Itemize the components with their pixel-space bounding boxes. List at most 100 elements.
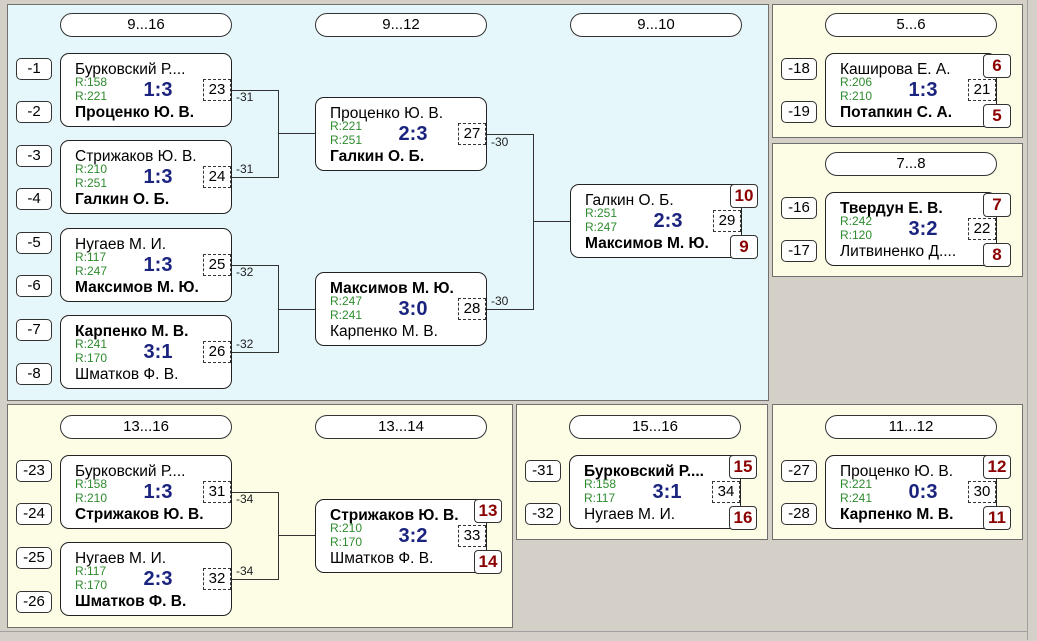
player-rating: R:158: [584, 477, 617, 491]
final-place-badge: 8: [983, 243, 1011, 267]
loser-destination: -31: [236, 162, 254, 176]
round-header-9-12: 9...12: [315, 13, 487, 37]
round-header-5-6: 5...6: [825, 13, 997, 37]
player-name-winner: Потапкин С. А.: [840, 104, 953, 121]
player-rating: R:247: [330, 294, 363, 308]
round-header-13-16: 13...16: [60, 415, 232, 439]
player-rating: R:251: [585, 206, 618, 220]
round-header-9-16: 9...16: [60, 13, 232, 37]
seed-box: -3: [16, 145, 52, 167]
bracket-line: [232, 579, 278, 580]
match-card[interactable]: Нугаев М. И. R:117 R:170 2:3 32 Шматков …: [60, 542, 232, 616]
player-rating: R:206: [840, 75, 873, 89]
match-card[interactable]: Проценко Ю. В. R:221 R:241 0:3 30 Карпен…: [825, 455, 997, 529]
bracket-line: [278, 535, 315, 536]
final-place-badge: 6: [983, 54, 1011, 78]
loser-destination: -31: [236, 90, 254, 104]
seed-box: -28: [781, 503, 817, 525]
bracket-panel-13-16: 13...16 13...14 -23 -24 -25 -26 Бурковск…: [7, 404, 513, 628]
bracket-line: [232, 352, 278, 353]
match-card[interactable]: Галкин О. Б. R:251 R:247 2:3 29 Максимов…: [570, 184, 742, 258]
final-place-badge: 15: [729, 455, 757, 479]
bracket-line: [278, 309, 315, 310]
match-card[interactable]: Нугаев М. И. R:117 R:247 1:3 25 Максимов…: [60, 228, 232, 302]
bracket-line: [533, 221, 570, 222]
bracket-line: [232, 265, 278, 266]
seed-box: -7: [16, 319, 52, 341]
player-name-winner: Карпенко М. В.: [75, 323, 189, 340]
seed-box: -2: [16, 101, 52, 123]
match-card[interactable]: Максимов М. Ю. R:247 R:241 3:0 28 Карпен…: [315, 272, 487, 346]
seed-box: -17: [781, 240, 817, 262]
player-name: Бурковский Р....: [75, 61, 186, 78]
bracket-line: [487, 309, 533, 310]
player-name: Галкин О. Б.: [585, 192, 674, 209]
player-name-winner: Галкин О. Б.: [330, 148, 425, 165]
player-name: Проценко Ю. В.: [840, 463, 954, 480]
round-header-7-8: 7...8: [825, 152, 997, 176]
match-number: 25: [203, 254, 231, 276]
window-edge: [1027, 0, 1037, 640]
player-name-winner: Бурковский Р....: [584, 463, 704, 480]
match-score: 3:0: [398, 298, 428, 320]
seed-box: -23: [16, 460, 52, 482]
player-name-winner: Галкин О. Б.: [75, 191, 170, 208]
player-name: Каширова Е. А.: [840, 61, 951, 78]
match-card[interactable]: Карпенко М. В. R:241 R:170 3:1 26 Шматко…: [60, 315, 232, 389]
player-name: Шматков Ф. В.: [75, 366, 179, 383]
player-name-winner: Шматков Ф. В.: [75, 593, 187, 610]
seed-box: -16: [781, 197, 817, 219]
player-rating: R:170: [75, 578, 108, 592]
bracket-panel-7-8: 7...8 -16 -17 Твердун Е. В. R:242 R:120 …: [772, 143, 1023, 277]
match-card[interactable]: Стрижаков Ю. В. R:210 R:251 1:3 24 Галки…: [60, 140, 232, 214]
bracket-line: [232, 492, 278, 493]
player-rating: R:158: [75, 477, 108, 491]
player-rating: R:242: [840, 214, 873, 228]
player-name-winner: Максимов М. Ю.: [75, 279, 199, 296]
final-place-badge: 16: [729, 506, 757, 530]
window-edge: [0, 631, 1027, 641]
player-name: Литвиненко Д....: [840, 243, 957, 260]
player-rating: R:117: [584, 491, 616, 505]
player-name: Шматков Ф. В.: [330, 550, 434, 567]
match-card[interactable]: Бурковский Р.... R:158 R:210 1:3 31 Стри…: [60, 455, 232, 529]
seed-box: -26: [16, 591, 52, 613]
match-score: 3:1: [143, 341, 173, 363]
match-card[interactable]: Каширова Е. А. R:206 R:210 1:3 21 Потапк…: [825, 53, 997, 127]
player-rating: R:210: [840, 89, 873, 103]
player-rating: R:117: [75, 250, 107, 264]
player-rating: R:210: [75, 491, 108, 505]
match-card[interactable]: Твердун Е. В. R:242 R:120 3:2 22 Литвине…: [825, 192, 997, 266]
loser-destination: -30: [491, 294, 509, 308]
player-name: Стрижаков Ю. В.: [75, 148, 197, 165]
player-rating: R:158: [75, 75, 108, 89]
bracket-line: [487, 134, 533, 135]
final-place-badge: 7: [983, 193, 1011, 217]
bracket-line: [232, 177, 278, 178]
player-name: Нугаев М. И.: [75, 550, 167, 567]
player-name: Бурковский Р....: [75, 463, 186, 480]
match-score: 0:3: [908, 481, 938, 503]
final-place-badge: 14: [474, 550, 502, 574]
seed-box: -31: [525, 460, 561, 482]
player-rating: R:241: [840, 491, 873, 505]
loser-destination: -32: [236, 265, 254, 279]
match-card[interactable]: Стрижаков Ю. В. R:210 R:170 3:2 33 Шматк…: [315, 499, 487, 573]
match-number: 22: [968, 218, 996, 240]
match-number: 24: [203, 166, 231, 188]
match-number: 32: [203, 568, 231, 590]
match-number: 30: [968, 481, 996, 503]
match-number: 21: [968, 79, 996, 101]
player-name-winner: Максимов М. Ю.: [585, 235, 709, 252]
match-card[interactable]: Проценко Ю. В. R:221 R:251 2:3 27 Галкин…: [315, 97, 487, 171]
final-place-badge: 9: [730, 235, 758, 259]
final-place-badge: 13: [474, 499, 502, 523]
player-rating: R:170: [75, 351, 108, 365]
round-header-13-14: 13...14: [315, 415, 487, 439]
player-rating: R:241: [330, 308, 363, 322]
match-score: 3:2: [908, 218, 938, 240]
match-card[interactable]: Бурковский Р.... R:158 R:221 1:3 23 Проц…: [60, 53, 232, 127]
bracket-panel-9-16: 9...16 9...12 9...10 -1 -2 -3 -4 -5 -6 -…: [7, 4, 769, 401]
loser-destination: -34: [236, 492, 254, 506]
match-card[interactable]: Бурковский Р.... R:158 R:117 3:1 34 Нуга…: [569, 455, 741, 529]
